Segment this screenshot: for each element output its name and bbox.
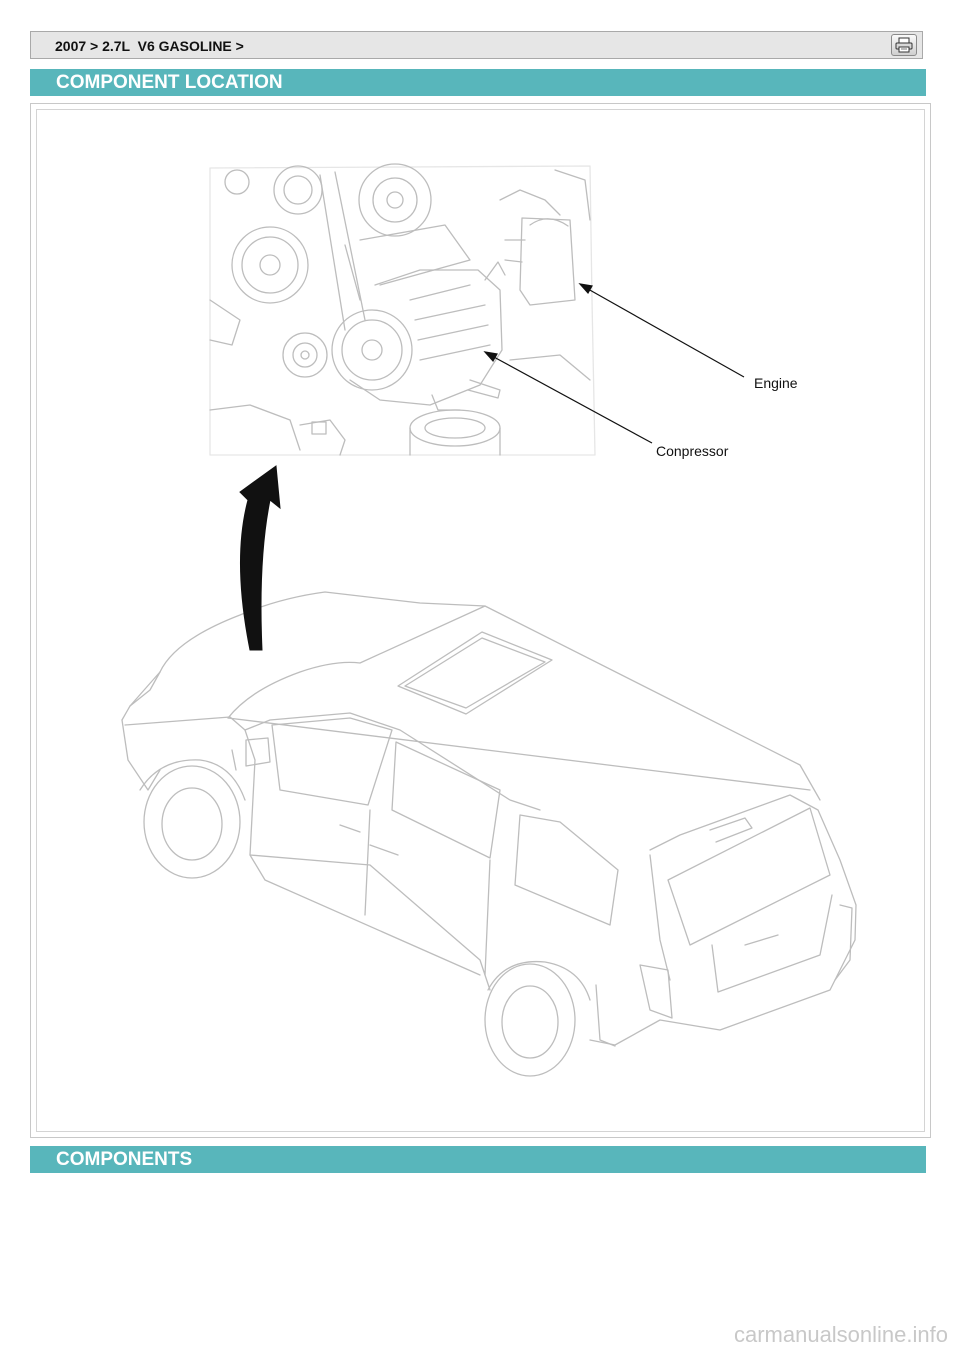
breadcrumb: 2007 > 2.7L V6 GASOLINE > — [55, 38, 244, 54]
print-button[interactable] — [891, 34, 917, 56]
figure-frame — [30, 103, 931, 1138]
section-header-component-location: COMPONENT LOCATION — [30, 69, 926, 96]
engine-callout-label: Engine — [754, 375, 798, 391]
figure-inner — [36, 109, 925, 1132]
compressor-callout-label: Conpressor — [656, 443, 729, 459]
engine-detail-drawing — [209, 163, 596, 456]
breadcrumb-bar: 2007 > 2.7L V6 GASOLINE > — [30, 31, 923, 59]
location-arrow — [239, 465, 281, 651]
compressor-leader-line — [491, 355, 653, 444]
minivan-drawing — [121, 591, 857, 1077]
printer-icon — [895, 37, 913, 53]
watermark: carmanualsonline.info — [733, 1322, 948, 1347]
section-header-components: COMPONENTS — [30, 1146, 926, 1173]
engine-leader-line — [587, 288, 745, 378]
